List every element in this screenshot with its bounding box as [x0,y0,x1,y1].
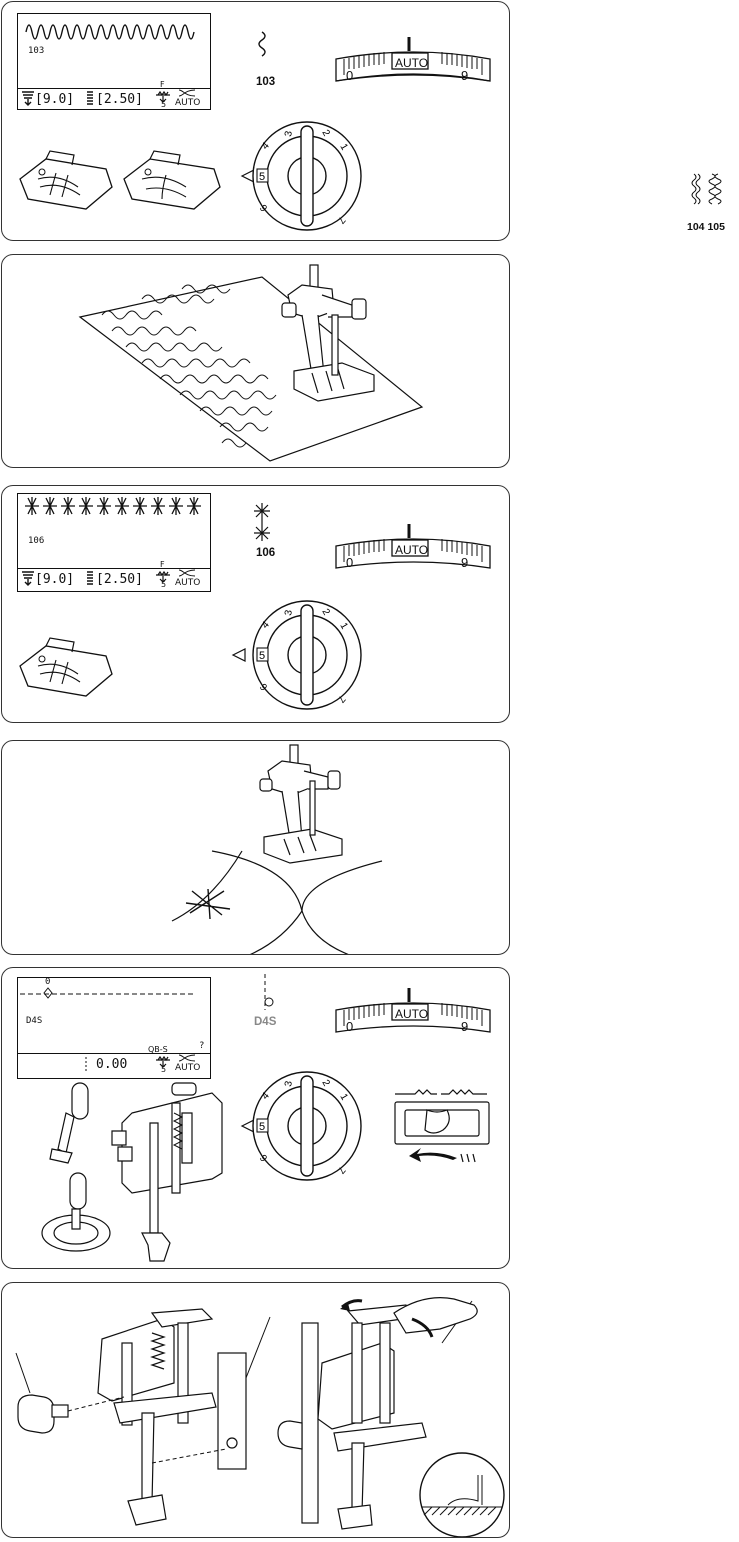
width-dial-auto-label: AUTO [395,1007,428,1021]
lcd-screen: 0 D4S ? 0.00 QB-S 5 AUTO [17,977,211,1079]
tension-selected-value: 5 [259,171,265,183]
lcd-auto-label: AUTO [175,1063,200,1073]
lcd-width-value: [9.0] [35,92,74,107]
panel-darning-foot-d4s: 0 D4S ? 0.00 QB-S 5 AUTO D4S [1,967,510,1269]
thread-cutter-icon [178,1054,196,1062]
side-stitch-codes: 104 105 [687,221,725,233]
width-dial-max: 9 [461,555,468,570]
width-dial-max: 9 [461,68,468,83]
length-icon [86,571,94,587]
panel-quilting-illustration [1,254,510,468]
curved-seams-illustration [2,741,510,955]
lcd-foot-letter: QB-S [148,1045,168,1054]
lcd-tension-value: 5 [161,100,166,109]
lcd-pattern-code: 106 [28,536,44,546]
star-stitch-pattern [18,494,212,522]
lcd-pattern-code: D4S [26,1016,42,1026]
panel-star-quilting-illustration [1,740,510,955]
dotted-length-icon [84,1057,88,1073]
thread-tension-dial: 5 3 2 1 4 6 7 [233,597,353,717]
lcd-status-row: [9.0] [2.50] F 5 AUTO [18,568,210,590]
lcd-pattern-code: 103 [28,46,44,56]
presser-foot-icon [16,636,116,706]
panel-stitch-103: 103 [9.0] [2.50] F 5 AUTO 103 A [1,1,510,241]
lcd-screen: 103 [9.0] [2.50] F 5 AUTO [17,13,211,110]
thread-cutter-icon [178,569,196,577]
stitch-104-label: 104 [687,221,705,233]
lcd-length-value: [2.50] [96,92,143,107]
tension-selected-value: 5 [259,650,265,662]
stitch-103-label: 103 [256,76,275,88]
width-dial-min: 0 [346,68,353,83]
lcd-auto-label: AUTO [175,578,200,588]
width-dial-auto-label: AUTO [395,543,428,557]
width-dial-min: 0 [346,555,353,570]
stitch-105-label: 105 [707,221,725,233]
attaching-darning-foot [2,1283,510,1538]
lcd-auto-label: AUTO [175,98,200,108]
panel-foot-attachment-illustration [1,1282,510,1538]
panel-stitch-106: 106 [9.0] [2.50] F 5 AUTO 106 AUTO 0 [1,485,510,723]
lcd-screen: 106 [9.0] [2.50] F 5 AUTO [17,493,211,592]
stitch-106-label: 106 [256,547,275,559]
lcd-length-value: [2.50] [96,572,143,587]
stitch-103-icon [252,31,272,61]
darning-foot-parts [22,1083,242,1263]
thread-cutter-icon [178,89,196,97]
stitch-106-icon [252,501,272,541]
stitch-d4s-icon [257,972,277,1012]
lcd-value: 0.00 [96,1057,127,1072]
presser-foot-icon [120,149,230,219]
width-dial-min: 0 [346,1019,353,1034]
width-icon [21,91,35,107]
lcd-tension-value: 5 [161,1065,166,1074]
needle-position-marker [18,982,212,1006]
presser-foot-icon [16,149,116,219]
fabric-with-meander-stitches [2,255,510,468]
thread-tension-dial: 5 3 2 1 4 6 7 [242,118,362,238]
lcd-foot-letter: F [160,80,165,89]
thread-tension-dial: 5 3 2 1 4 6 7 [242,1068,362,1188]
tension-selected-value: 5 [259,1121,265,1133]
wavy-stitch-pattern [18,14,212,42]
lcd-status-row: [9.0] [2.50] F 5 AUTO [18,88,210,110]
width-dial-max: 9 [461,1019,468,1034]
lcd-question-mark: ? [199,1041,204,1051]
width-icon [21,571,35,587]
feed-dog-lever-illustration [387,1088,497,1168]
stitch-104-105-icons [690,172,730,212]
lcd-width-value: [9.0] [35,572,74,587]
length-icon [86,91,94,107]
width-dial-auto-label: AUTO [395,56,428,70]
lcd-status-row: 0.00 QB-S 5 AUTO [18,1053,210,1075]
lcd-foot-letter: F [160,560,165,569]
stitch-d4s-label: D4S [254,1016,276,1028]
lcd-tension-value: 5 [161,580,166,589]
